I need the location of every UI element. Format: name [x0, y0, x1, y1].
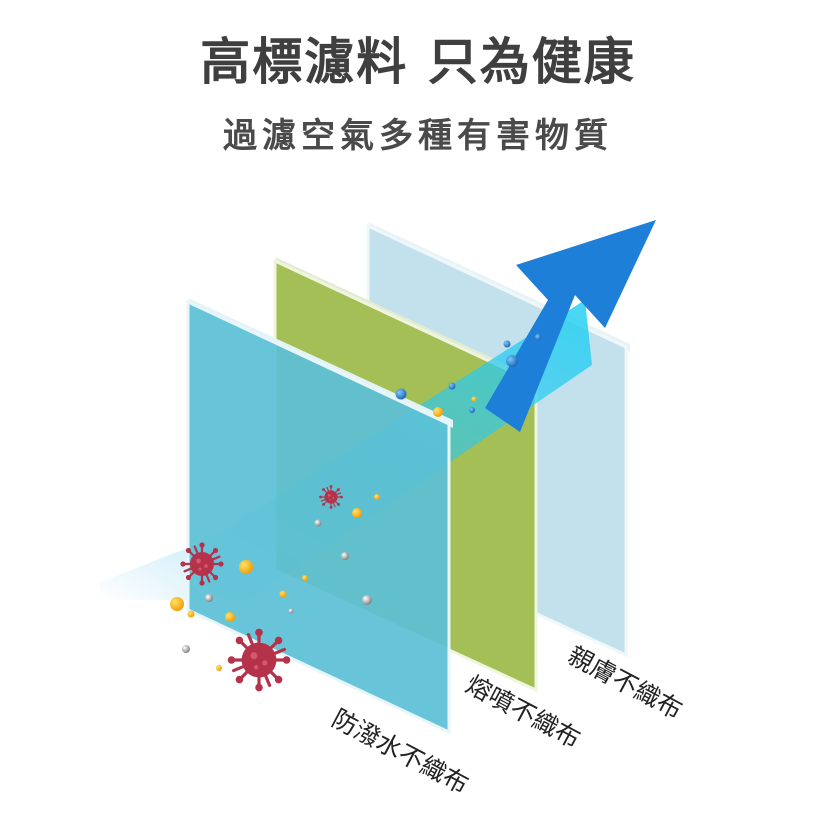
dust-particle — [216, 665, 222, 671]
blue-particle — [395, 388, 407, 400]
grey-particle — [341, 552, 349, 560]
airflow-arrow — [485, 220, 656, 432]
dust-particle — [239, 560, 253, 574]
dust-particle — [302, 575, 308, 581]
grey-particle — [288, 608, 294, 614]
grey-particle — [182, 645, 190, 653]
blue-particle — [503, 340, 511, 348]
dust-particle — [170, 597, 184, 611]
grey-particle — [314, 519, 322, 527]
virus-particle — [179, 541, 225, 587]
dust-particle — [352, 508, 362, 518]
grey-particle — [362, 595, 372, 605]
dust-particle — [471, 396, 477, 402]
page-title: 高標濾料 只為健康 — [200, 33, 636, 91]
blue-particle — [506, 355, 518, 367]
virus-particle — [226, 627, 292, 693]
front-layer-label: 防潑水不織布 — [327, 704, 473, 800]
grey-particle — [205, 594, 213, 602]
dust-particle — [279, 590, 287, 598]
air-flow-beam — [100, 300, 592, 600]
dust-particle — [187, 610, 195, 618]
dust-particle — [374, 494, 380, 500]
front-layer-panel — [186, 299, 451, 735]
blue-particle — [448, 382, 456, 390]
dust-particle — [225, 612, 235, 622]
dust-particle — [433, 407, 443, 417]
blue-particle — [469, 407, 475, 413]
page-subtitle: 過濾空氣多種有害物質 — [223, 116, 613, 156]
virus-particle — [318, 484, 344, 510]
blue-particle — [535, 334, 541, 340]
